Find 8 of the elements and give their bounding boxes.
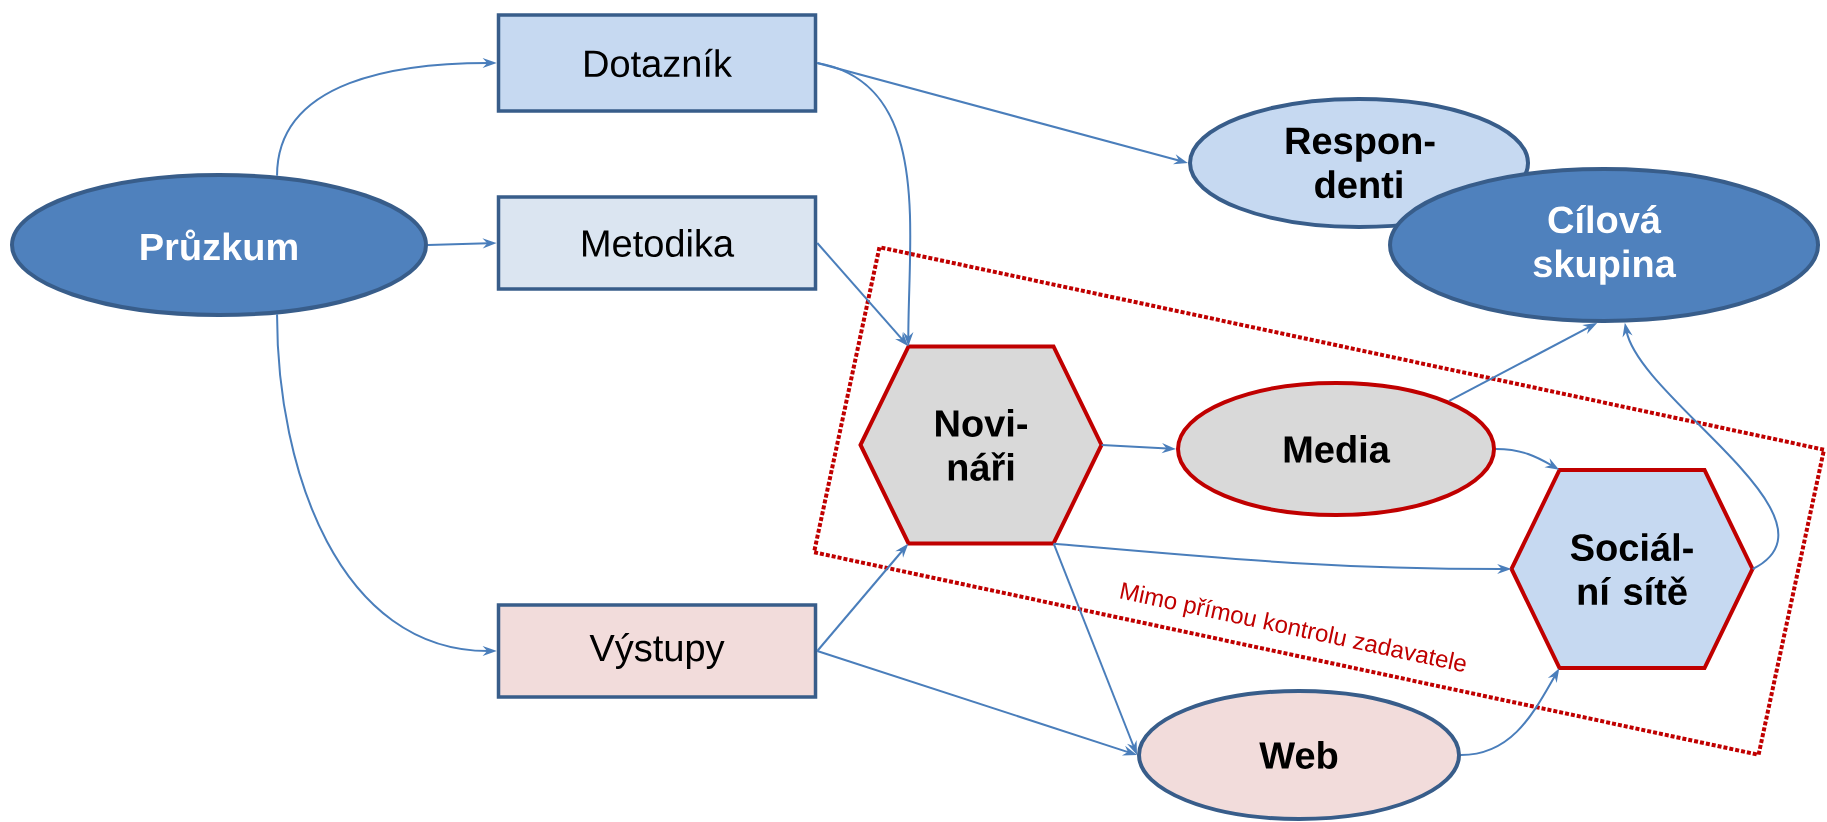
process-box: Metodika <box>496 195 818 291</box>
ellipse-node: Průzkum <box>10 173 428 317</box>
ellipse-node: Media <box>1176 381 1496 517</box>
hexagon-node: Sociál- ní sítě <box>1509 468 1755 670</box>
process-box: Dotazník <box>496 13 818 113</box>
ellipse-node: Web <box>1137 689 1461 821</box>
hexagon-node: Novi- náři <box>858 344 1104 546</box>
process-box: Výstupy <box>496 603 818 699</box>
